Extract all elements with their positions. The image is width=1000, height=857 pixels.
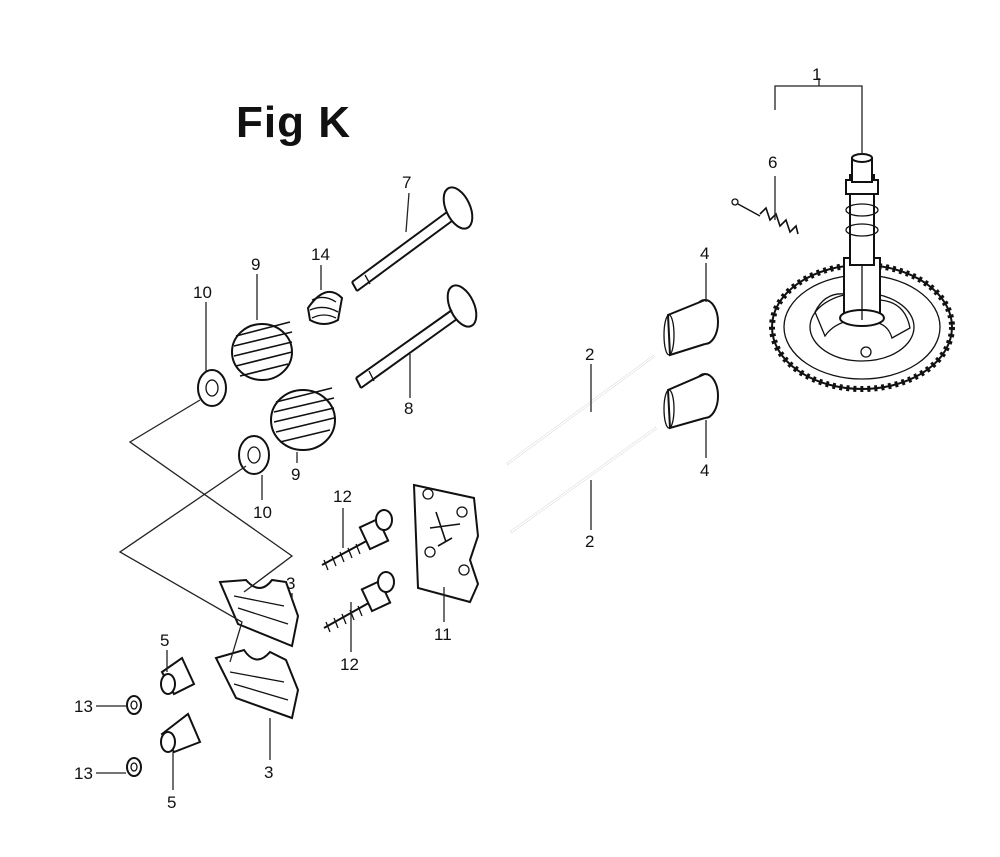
callout-13-lower: 13 bbox=[74, 764, 93, 783]
valve-lifter-upper bbox=[663, 299, 719, 357]
decompressor-spring bbox=[731, 198, 799, 235]
lock-nut-lower bbox=[126, 757, 142, 777]
callout-6: 6 bbox=[768, 153, 777, 172]
valve-stem-seal bbox=[306, 290, 344, 325]
callout-12-upper: 12 bbox=[333, 487, 352, 506]
spring-retainer-upper bbox=[197, 369, 227, 407]
spring-retainer-lower bbox=[238, 435, 270, 475]
leader-lines bbox=[96, 78, 863, 790]
callout-12-lower: 12 bbox=[340, 655, 359, 674]
rocker-arm-lower bbox=[214, 648, 300, 720]
callout-7: 7 bbox=[402, 173, 411, 192]
callout-4-upper: 4 bbox=[700, 244, 709, 263]
callout-2-upper: 2 bbox=[585, 345, 594, 364]
valve-lifter-lower bbox=[663, 373, 719, 430]
push-rod-lower bbox=[510, 427, 657, 533]
callout-3-upper: 3 bbox=[286, 574, 295, 593]
valve-spring-upper bbox=[231, 321, 293, 381]
callout-5-lower: 5 bbox=[167, 793, 176, 812]
callout-8: 8 bbox=[404, 399, 413, 418]
callout-4-lower: 4 bbox=[700, 461, 709, 480]
callout-11: 11 bbox=[434, 625, 452, 644]
push-rod-upper bbox=[506, 355, 655, 465]
rocker-arm-upper bbox=[218, 578, 300, 648]
adjusting-pivot-lower bbox=[160, 712, 202, 754]
camshaft-gear bbox=[769, 153, 955, 392]
callout-5-upper: 5 bbox=[160, 631, 169, 650]
assembly-bracket-lower bbox=[118, 465, 247, 663]
figure-title: Fig K bbox=[236, 98, 351, 147]
push-rod-guide-plate bbox=[412, 483, 480, 604]
callout-9-lower: 9 bbox=[291, 465, 300, 484]
callout-1: 1 bbox=[812, 65, 821, 84]
valve-spring-lower bbox=[270, 387, 336, 451]
callout-2-lower: 2 bbox=[585, 532, 594, 551]
callout-10-lower: 10 bbox=[253, 503, 272, 522]
pivot-bolt-lower bbox=[323, 571, 395, 633]
callout-10-upper: 10 bbox=[193, 283, 212, 302]
callout-3-lower: 3 bbox=[264, 763, 273, 782]
exhaust-valve bbox=[355, 284, 478, 389]
lock-nut-upper bbox=[126, 695, 142, 715]
adjusting-pivot-upper bbox=[160, 656, 196, 696]
intake-valve bbox=[351, 186, 474, 292]
callout-9-upper: 9 bbox=[251, 255, 260, 274]
pivot-bolt-upper bbox=[321, 509, 393, 571]
assembly-bracket-upper bbox=[128, 399, 294, 593]
callout-13-upper: 13 bbox=[74, 697, 93, 716]
callout-numbers: 1 6 7 14 9 10 8 4 4 2 2 10 9 12 12 3 3 1… bbox=[74, 65, 821, 812]
callout-14: 14 bbox=[311, 245, 330, 264]
